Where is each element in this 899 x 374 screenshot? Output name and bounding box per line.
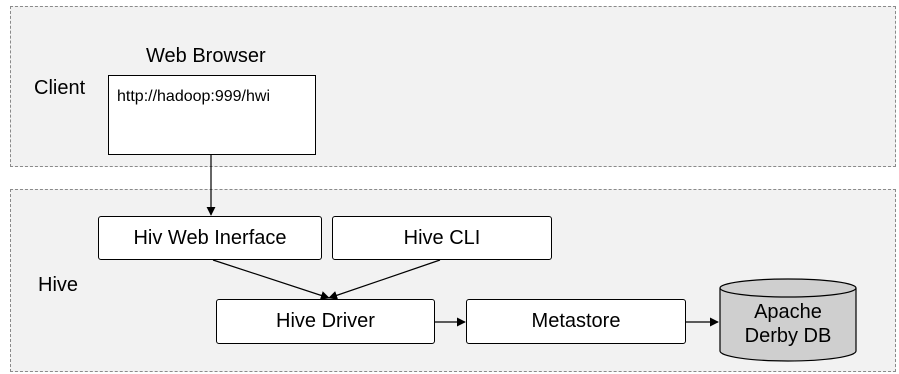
hive-cli-node: Hive CLI (332, 216, 552, 260)
db-label-line1: Apache (754, 301, 822, 323)
hive-web-interface-node: Hiv Web Inerface (98, 216, 322, 260)
metastore-label: Metastore (531, 310, 621, 332)
apache-derby-db-label: Apache Derby DB (719, 300, 857, 348)
client-layer-label: Client (34, 77, 86, 99)
browser-url: http://hadoop:999/hwi (117, 88, 271, 105)
hive-layer-label: Hive (38, 274, 79, 296)
hive-driver-node: Hive Driver (216, 299, 435, 344)
hive-web-interface-label: Hiv Web Inerface (133, 226, 287, 249)
database-cylinder-icon (719, 278, 857, 362)
hive-cli-label: Hive CLI (403, 226, 481, 249)
web-browser-title: Web Browser (146, 45, 266, 67)
db-label-line2: Derby DB (744, 325, 832, 347)
metastore-node: Metastore (466, 299, 686, 344)
hive-driver-label: Hive Driver (276, 310, 375, 332)
web-browser-window: http://hadoop:999/hwi (108, 75, 316, 155)
